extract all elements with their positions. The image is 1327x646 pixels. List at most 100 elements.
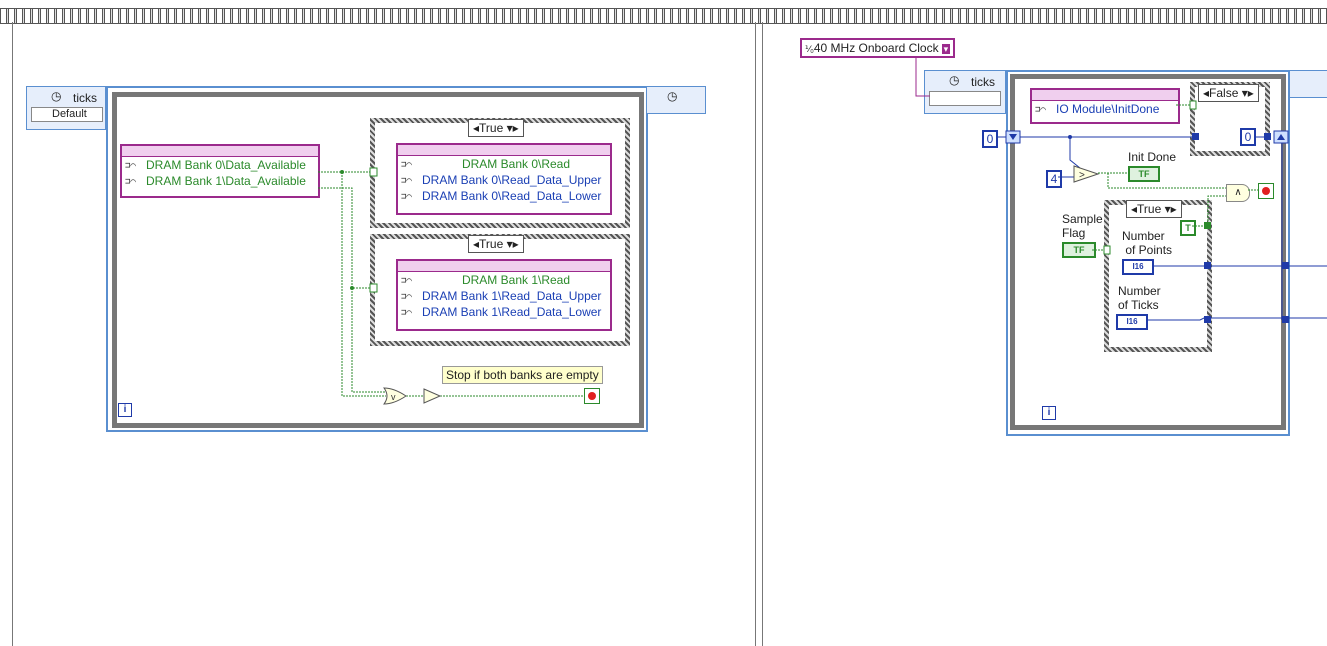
io-row-label: DRAM Bank 1\Read [461,273,571,287]
tunnel [1204,316,1211,323]
stop-condition-icon[interactable] [1258,183,1274,199]
io-node-header [1032,90,1178,101]
io-row: ⊐⌒ DRAM Bank 1\Data_Available [122,173,318,189]
tunnel [1282,262,1289,269]
init-done-indicator[interactable]: TF [1128,166,1160,182]
case-selector-false[interactable]: ◂False ▾▸ [1198,84,1259,102]
ticks-unit-selector[interactable] [929,91,1001,106]
tick-count-node-right[interactable]: ◷ ticks [924,70,1006,114]
sequence-frame-divider [755,22,756,646]
refnum-wire [915,56,930,97]
clock-icon: ◷ [51,89,62,103]
io-icon: ⊐⌒ [401,160,412,170]
tick-count-node[interactable]: ◷ ticks Default [26,86,106,130]
ticks-unit-value: Default [52,108,87,120]
io-row-label: IO Module\InitDone [1056,102,1160,116]
shift-register-arrow-icon [1009,134,1017,140]
tunnel [1264,133,1271,140]
io-row: ⊐⌒ IO Module\InitDone [1032,101,1178,117]
number-of-ticks-control[interactable]: I16 [1116,314,1148,330]
case-selector-value: True [479,237,504,251]
boolean-wire [318,104,1258,397]
constant-zero-left[interactable]: 0 [982,130,998,148]
clock-icon: ◷ [667,89,678,103]
io-row: ⊐⌒ DRAM Bank 0\Read_Data_Lower [398,188,610,204]
stop-condition-icon[interactable] [584,388,600,404]
io-row-label: DRAM Bank 1\Data_Available [146,174,306,188]
case-selector-value: False [1209,86,1239,100]
case-selector-bank1[interactable]: ◂True ▾▸ [468,235,524,253]
or-gate-symbol: v [391,392,396,402]
true-constant[interactable]: T [1180,220,1196,236]
number-of-ticks-label: Number of Ticks [1118,284,1161,312]
io-row-label: DRAM Bank 0\Data_Available [146,158,306,172]
io-icon: ⊐⌒ [125,177,136,187]
wire-junction [340,170,344,174]
chevron-down-icon[interactable]: ▾ [941,44,951,54]
sequence-frame-edge [12,22,13,646]
tunnel [1192,133,1199,140]
or-gate[interactable] [383,387,407,405]
ticks-label: ticks [971,75,995,89]
io-row-label: DRAM Bank 0\Read [461,157,571,171]
io-row-label: DRAM Bank 0\Read_Data_Lower [422,189,602,203]
io-icon: ⊐⌒ [401,292,412,302]
io-row-label: DRAM Bank 0\Read_Data_Upper [422,173,602,187]
comment-label: Stop if both banks are empty [442,366,603,384]
ticks-label: ticks [73,91,97,105]
integer-wire [996,136,1327,321]
tunnel [1204,262,1211,269]
io-icon: ⊐⌒ [125,161,136,171]
tunnel [1204,222,1211,229]
number-of-points-control[interactable]: I16 [1122,259,1154,275]
iteration-terminal: i [1042,406,1056,420]
clock-value: 40 MHz Onboard Clock [813,41,939,55]
io-row: ⊐⌒ DRAM Bank 0\Read [398,156,610,172]
iteration-terminal: i [118,403,132,417]
timed-loop-output-node[interactable] [1289,70,1327,98]
timed-loop-output-node[interactable]: ◷ [646,86,706,114]
io-node-header [122,146,318,157]
io-row: ⊐⌒ DRAM Bank 0\Data_Available [122,157,318,173]
sequence-frame-border [0,8,1327,24]
shift-register-arrow-icon [1277,134,1285,140]
io-icon: ⊐⌒ [1035,105,1046,115]
io-icon: ⊐⌒ [401,192,412,202]
io-node-header [398,145,610,156]
case-selector-bank0[interactable]: ◂True ▾▸ [468,119,524,137]
clock-icon: ◷ [949,73,960,87]
case-selector-true[interactable]: ◂True ▾▸ [1126,200,1182,218]
io-row: ⊐⌒DRAM Bank 1\Read_Data_Lower [398,304,610,320]
fpga-io-node-bank0[interactable]: ⊐⌒ DRAM Bank 0\Read ⊐⌒ DRAM Bank 0\Read_Da… [396,143,612,215]
io-row: ⊐⌒DRAM Bank 1\Read [398,272,610,288]
sample-flag-label: Sample Flag [1062,212,1103,240]
io-row-label: DRAM Bank 1\Read_Data_Upper [422,289,602,303]
not-gate[interactable] [423,388,442,404]
io-icon: ⊐⌒ [401,308,412,318]
constant-four[interactable]: 4 [1046,170,1062,188]
fpga-io-node-initdone[interactable]: ⊐⌒ IO Module\InitDone [1030,88,1180,124]
io-icon: ⊐⌒ [401,176,412,186]
sequence-frame-divider [762,22,763,646]
number-of-points-label: Number of Points [1122,229,1173,257]
tunnel [1282,316,1289,323]
clock-constant[interactable]: ⅟₀40 MHz Onboard Clock▾ [800,38,956,58]
case-selector-terminal [369,283,378,293]
case-selector-terminal [1189,100,1197,110]
case-selector-value: True [479,121,504,135]
wire-junction [350,286,354,290]
case-selector-terminal [1103,245,1111,255]
ticks-unit-selector[interactable]: Default [31,107,103,122]
fpga-io-node-data-available[interactable]: ⊐⌒ DRAM Bank 0\Data_Available ⊐⌒ DRAM Bank… [120,144,320,198]
greater-than-gate[interactable] [1073,165,1100,183]
greater-than-symbol: > [1079,170,1085,181]
io-row: ⊐⌒ DRAM Bank 0\Read_Data_Upper [398,172,610,188]
io-node-header [398,261,610,272]
case-selector-value: True [1137,202,1162,216]
io-row: ⊐⌒ DRAM Bank 1\Read_Data_Upper [398,288,610,304]
clock-icon: ⅟₀ [805,44,814,54]
and-gate[interactable]: ∧ [1226,184,1250,202]
fpga-io-node-bank1[interactable]: ⊐⌒DRAM Bank 1\Read ⊐⌒DRAM Bank 1\Read_Da… [396,259,612,331]
init-done-label: Init Done [1128,150,1177,164]
